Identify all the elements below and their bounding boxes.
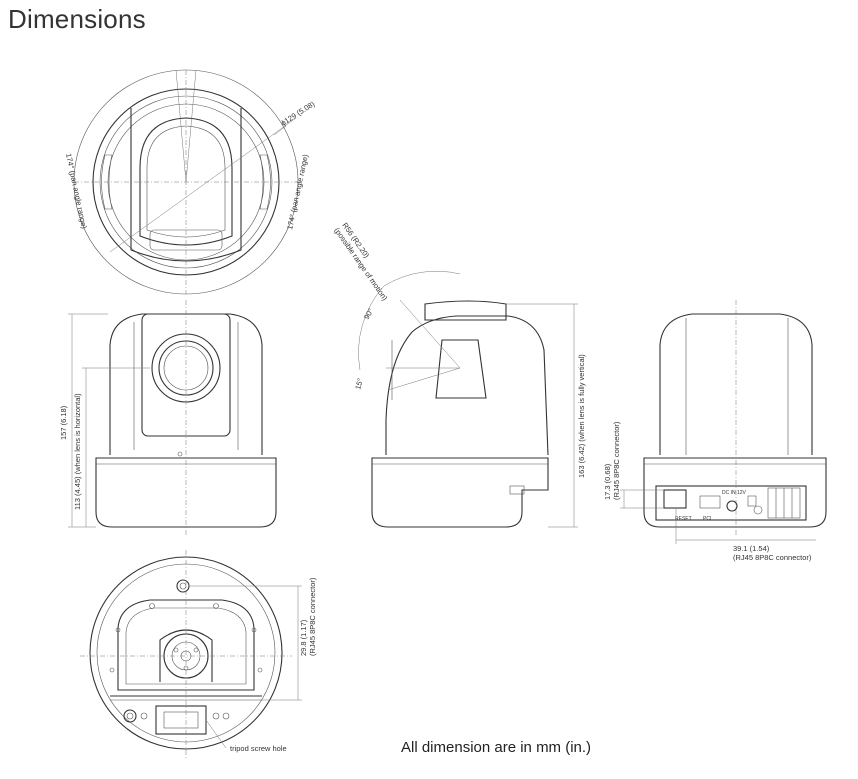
connector-width-note-label: (RJ45 8P8C connector) — [733, 553, 812, 562]
port-label-dc-in: DC IN 12V — [722, 490, 747, 496]
connector-offset-label: 29.8 (1.17) — [299, 619, 308, 656]
units-footnote: All dimension are in mm (in.) — [401, 739, 592, 756]
top-view: ϕ129 (5.08) 174° (pan angle range) 174° … — [64, 69, 317, 295]
dc-in-port-icon — [726, 500, 738, 512]
rear-view: RESET PCI DC IN 12V 17.3 (0.68) (RJ45 8P… — [603, 300, 827, 562]
pan-range-right-label: 174° (pan angle range) — [285, 153, 310, 230]
height-total-label: 157 (6.18) — [59, 405, 68, 440]
port-label-reset: RESET — [675, 516, 692, 522]
pci-port-icon — [699, 495, 721, 509]
radius-note-label: (possible range of motion) — [332, 226, 389, 303]
height-horizontal-label: 113 (4.45) (when lens is horizontal) — [73, 393, 82, 510]
height-vertical-label: 163 (6.42) (when lens is fully vertical) — [577, 354, 586, 478]
diameter-label: ϕ129 (5.08) — [279, 99, 317, 128]
bottom-view: 29.8 (1.17) (RJ45 8P8C connector) tripod… — [80, 550, 317, 760]
connector-width-label: 39.1 (1.54) — [733, 544, 770, 553]
page-title: Dimensions — [8, 4, 146, 34]
connector-height-label: 17.3 (0.68) — [603, 463, 612, 500]
front-view: 157 (6.18) 113 (4.45) (when lens is hori… — [59, 300, 277, 535]
tilt-down-label: 15° — [353, 377, 365, 390]
tilt-up-label: 90° — [362, 307, 375, 321]
side-view: R56 (R2.20) (possible range of motion) 9… — [332, 221, 586, 528]
connector-offset-note-label: (RJ45 8P8C connector) — [308, 577, 317, 656]
rj45-port-icon — [663, 489, 687, 509]
tripod-label: tripod screw hole — [230, 744, 287, 753]
port-label-pci: PCI — [703, 516, 711, 522]
connector-height-note-label: (RJ45 8P8C connector) — [612, 421, 621, 500]
pan-range-left-label: 174° (pan angle range) — [64, 153, 89, 230]
